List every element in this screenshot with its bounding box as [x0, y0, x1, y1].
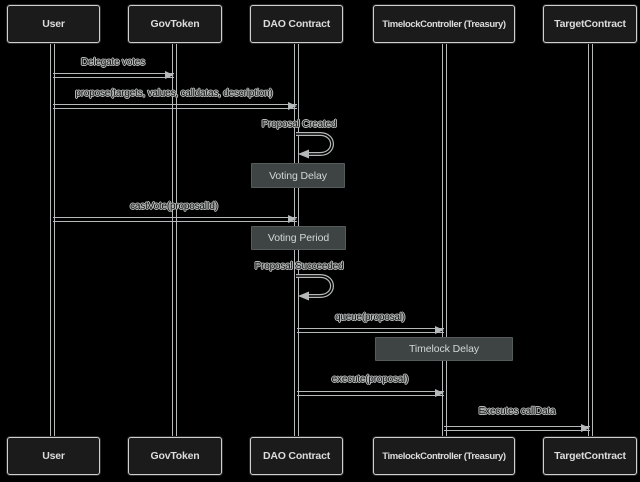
note-label: Voting Delay	[269, 169, 327, 182]
participant-govtoken-bottom: GovToken	[128, 437, 222, 475]
message-proposal-created-label: Proposal Created	[261, 119, 337, 130]
lifeline-user	[50, 43, 55, 437]
participant-label: TargetContract	[554, 450, 626, 462]
participant-user-top: User	[7, 5, 100, 43]
arrowhead-icon	[435, 388, 444, 397]
message-execute-line	[296, 390, 444, 396]
message-executes-calldata-line	[444, 425, 590, 431]
note-label: Timelock Delay	[409, 343, 479, 355]
participant-timelock-bottom: TimelockController (Treasury)	[373, 437, 515, 475]
lifeline-govtoken	[171, 43, 177, 437]
arrowhead-icon	[435, 325, 444, 334]
message-cast-vote-label: castVote(proposalId)	[130, 201, 218, 212]
participant-label: DAO Contract	[262, 18, 331, 30]
participant-target-bottom: TargetContract	[543, 437, 637, 475]
message-queue-line	[296, 327, 444, 333]
message-execute-label: execute(proposal)	[331, 374, 409, 385]
note-voting-delay: Voting Delay	[251, 163, 345, 188]
arrowhead-icon	[165, 70, 174, 79]
message-delegate-votes-line	[52, 72, 174, 78]
note-label: Voting Period	[267, 232, 330, 244]
message-queue-label: queue(proposal)	[335, 312, 405, 323]
self-loop-arrow-icon	[296, 132, 334, 159]
participant-label: User	[42, 18, 65, 30]
self-loop-arrow-icon	[296, 274, 334, 301]
participant-target-top: TargetContract	[543, 5, 637, 43]
participant-label: DAO Contract	[262, 450, 331, 462]
arrowhead-icon	[287, 214, 297, 223]
message-executes-calldata-label: Executes callData	[478, 406, 556, 417]
participant-label: GovToken	[150, 450, 200, 462]
participant-dao-top: DAO Contract	[250, 5, 343, 43]
participant-label: TimelockController (Treasury)	[382, 450, 506, 462]
message-proposal-succeeded-label: Proposal Succeeded	[254, 261, 344, 272]
participant-user-bottom: User	[7, 437, 100, 475]
message-propose-label: propose(targets, values, calldatas, desc…	[75, 88, 273, 99]
participant-timelock-top: TimelockController (Treasury)	[373, 5, 515, 43]
note-voting-period: Voting Period	[251, 226, 346, 250]
participant-dao-bottom: DAO Contract	[250, 437, 343, 475]
participant-govtoken-top: GovToken	[128, 5, 222, 43]
arrowhead-icon	[581, 423, 590, 432]
participant-label: GovToken	[150, 18, 200, 30]
message-cast-vote-line	[52, 216, 297, 222]
arrowhead-icon	[287, 101, 297, 110]
note-timelock-delay: Timelock Delay	[375, 337, 513, 361]
lifeline-target	[587, 43, 593, 437]
message-propose-line	[52, 103, 297, 109]
lifeline-timelock	[441, 43, 447, 437]
participant-label: User	[42, 450, 65, 462]
message-delegate-votes-label: Delegate votes	[81, 57, 145, 68]
participant-label: TimelockController (Treasury)	[382, 18, 506, 30]
participant-label: TargetContract	[554, 18, 626, 30]
